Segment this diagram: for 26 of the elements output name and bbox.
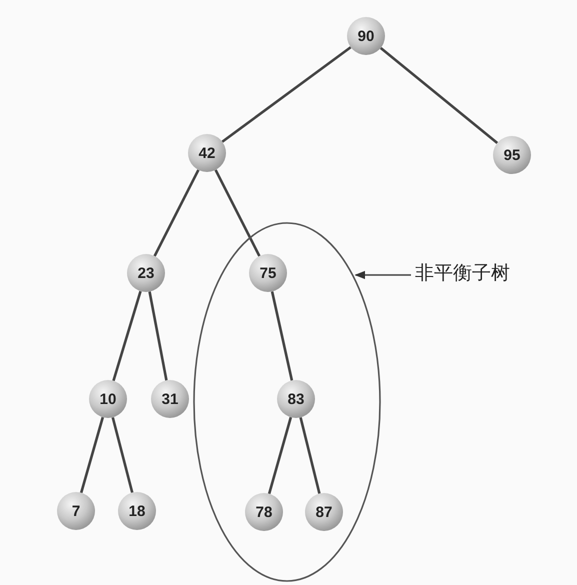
tree-node: 42	[188, 134, 226, 172]
tree-node: 23	[127, 254, 165, 292]
tree-edge	[222, 46, 352, 143]
tree-node: 7	[57, 492, 95, 530]
tree-edge	[153, 169, 200, 257]
tree-edge	[112, 290, 142, 382]
arrow	[354, 270, 411, 280]
tree-node: 78	[245, 493, 283, 531]
tree-node: 90	[347, 17, 385, 55]
tree-node: 87	[305, 493, 343, 531]
tree-node: 75	[249, 254, 287, 292]
annotation-text: 非平衡子树	[415, 262, 540, 288]
tree-edge	[299, 417, 321, 494]
tree-edge	[214, 169, 261, 257]
tree-edge	[380, 47, 498, 144]
tree-node: 18	[118, 492, 156, 530]
ellipse	[193, 222, 381, 582]
tree-node: 31	[151, 380, 189, 418]
tree-edge	[268, 416, 292, 494]
tree-edge	[148, 291, 168, 381]
tree-node: 95	[493, 136, 531, 174]
tree-edge	[80, 416, 104, 494]
tree-node: 83	[277, 380, 315, 418]
tree-edge	[270, 291, 294, 381]
tree-edge	[112, 417, 134, 493]
tree-node: 10	[89, 380, 127, 418]
